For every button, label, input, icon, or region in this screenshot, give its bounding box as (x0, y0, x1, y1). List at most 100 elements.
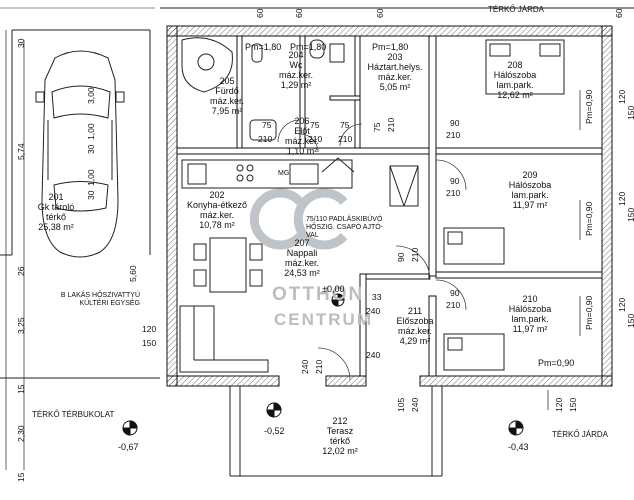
beds (443, 39, 565, 371)
opening-dim: 150 (568, 397, 578, 412)
room-name: Hálószoba (493, 70, 537, 80)
pump-note-text: B LAKÁS HŐSZIVATTYÚ KÜLTÉRI EGYSÉG (60, 292, 140, 307)
room-203: 203 Háztart.helys. máz.ker. 5,05 m² (360, 52, 430, 92)
bathroom-fixtures (181, 37, 345, 141)
sill-mark: Pm=0,90 (584, 295, 594, 330)
dim-label: 15 (16, 384, 26, 394)
room-name: Terasz (326, 426, 354, 436)
opening-dim: 210 (446, 188, 461, 198)
room-id: 205 (219, 76, 235, 86)
dim-label: 15 (16, 472, 26, 482)
opening-dim: 90 (450, 118, 460, 128)
watermark-line-1: OTTHON (272, 284, 365, 305)
attic-hatch (389, 165, 419, 207)
opening-dim: 240 (410, 397, 420, 412)
opening-dim: 75 (262, 120, 272, 130)
room-area: 11,97 m² (512, 200, 548, 210)
opening-dim: 210 (446, 300, 461, 310)
opening-dim: 60 (614, 8, 624, 18)
opening-dim: 150 (626, 105, 634, 120)
watermark-logo (249, 188, 348, 250)
attic-note-3: VAL (306, 232, 319, 239)
room-210: 210 Hálószoba lam.park. 11,97 m² (502, 294, 558, 334)
opening-dim: 240 (300, 359, 310, 374)
dim-label: 30 (86, 144, 96, 154)
dim-label: 5,60 (128, 265, 138, 282)
dim-label: 3,25 (16, 317, 26, 334)
room-id: 207 (294, 238, 310, 248)
dining-table (193, 237, 263, 293)
room-204: 204 Wc máz.ker. 1,29 m² (276, 50, 316, 90)
room-finish: máz.ker. (284, 258, 319, 268)
opening-dim: 75 (340, 120, 350, 130)
dim-label: 26 (16, 266, 26, 276)
room-211: 211 Előszoba máz.ker. 4,29 m² (392, 306, 438, 346)
room-name: Nappali (286, 248, 318, 258)
room-name: Előszoba (396, 316, 434, 326)
room-finish: máz.ker. (377, 72, 412, 82)
level-terrace: -0,52 (264, 426, 285, 436)
room-206: 206 Előt máz.ker. 1,10 m² (282, 116, 322, 156)
level-right: -0,43 (508, 442, 529, 452)
opening-dim: 33 (372, 292, 382, 302)
room-area: 4,29 m² (399, 336, 431, 346)
room-212: 212 Terasz térkő 12,02 m² (310, 416, 370, 456)
sill-mark: Pm=0,90 (584, 201, 594, 236)
opening-dim: 150 (626, 313, 634, 328)
room-area: 1,10 m² (286, 146, 318, 156)
room-208: 208 Hálószoba lam.park. 12,62 m² (488, 60, 542, 100)
sill-mark: Pm=0,90 (538, 358, 575, 368)
sill-mark: Pm=1,80 (245, 42, 282, 52)
door-swings (277, 119, 467, 381)
room-202: 202 Konyha-étkező máz.ker. 10,78 m² (184, 190, 250, 230)
room-finish: lam.park. (511, 314, 549, 324)
room-id: 203 (387, 52, 403, 62)
room-205: 205 Fürdő máz.ker. 7,95 m² (200, 76, 254, 116)
room-area: 12,02 m² (322, 446, 358, 456)
opening-dim: 75 (310, 120, 320, 130)
opening-dim: 210 (308, 134, 323, 144)
opening-dim: 210 (314, 359, 324, 374)
room-id: 202 (209, 190, 225, 200)
opening-dim: 210 (386, 117, 396, 132)
opening-dim: 210 (258, 134, 273, 144)
opening-dim: 105 (396, 397, 406, 412)
pump-note: B LAKÁS HŐSZIVATTYÚ KÜLTÉRI EGYSÉG (40, 292, 140, 308)
room-finish: máz.ker. (209, 96, 244, 106)
room-finish: térkő (45, 212, 66, 222)
room-id: 201 (48, 192, 64, 202)
room-201: 201 Gk tároló térkő 25,38 m² (28, 192, 84, 232)
room-name: Háztart.helys. (367, 62, 423, 72)
attic-note-1: 75/110 PADLÁSKIBÚVÓ (306, 216, 383, 223)
room-area: 25,38 m² (38, 222, 74, 232)
level-left: -0,67 (118, 442, 139, 452)
dim-label: 1,00 (86, 169, 96, 186)
room-area: 1,29 m² (280, 80, 312, 90)
pavement-label: TÉRKŐ TÉRBUKOLAT (32, 410, 115, 419)
dim-label: 30 (16, 38, 26, 48)
dim-label: 3,00 (86, 87, 96, 104)
garage-outline (0, 29, 160, 379)
opening-dim: 120 (142, 324, 157, 334)
level-zero: ±0,00 (322, 284, 345, 294)
opening-dim: 120 (554, 397, 564, 412)
opening-dim: 120 (617, 89, 627, 104)
room-finish: máz.ker. (397, 326, 432, 336)
room-area: 5,05 m² (379, 82, 411, 92)
room-id: 210 (522, 294, 538, 304)
room-finish: máz.ker. (278, 70, 313, 80)
opening-dim: 90 (450, 176, 460, 186)
opening-dim: 210 (410, 247, 420, 262)
room-209: 209 Hálószoba lam.park. 11,97 m² (502, 170, 558, 210)
dimension-lines (5, 30, 581, 470)
room-id: 212 (332, 416, 348, 426)
opening-dim: 210 (338, 134, 353, 144)
opening-dim: 90 (396, 252, 406, 262)
room-finish: máz.ker. (199, 210, 234, 220)
opening-dim: 240 (366, 306, 381, 316)
room-name: Hálószoba (508, 180, 552, 190)
kitchen-counter (181, 157, 355, 189)
room-id: 209 (522, 170, 538, 180)
bottom-path-label: TÉRKŐ JÁRDA (552, 430, 609, 439)
